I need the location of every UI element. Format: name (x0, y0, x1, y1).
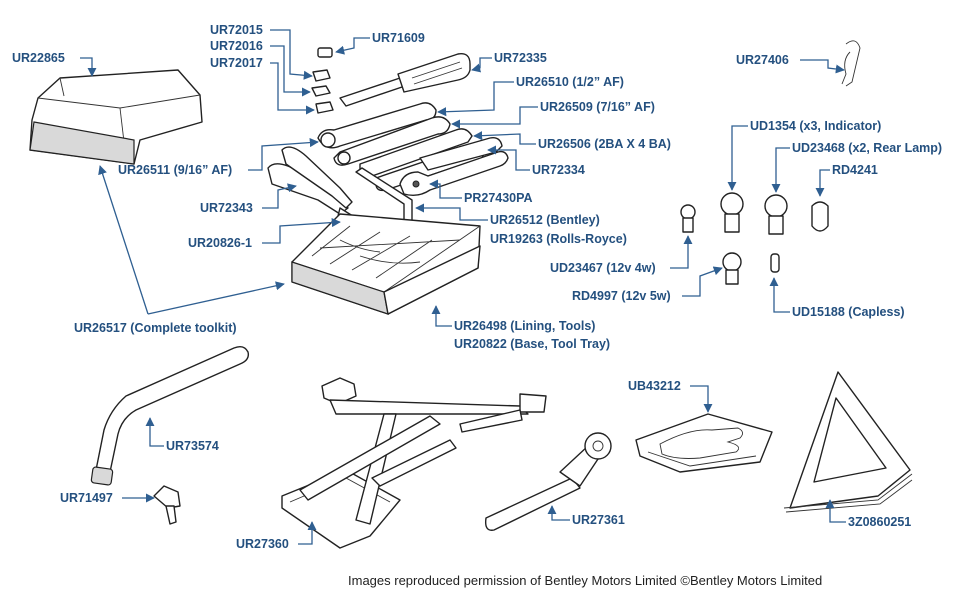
label-ud15188: UD15188 (Capless) (792, 305, 905, 319)
label-ur26509: UR26509 (7/16” AF) (540, 100, 655, 114)
label-ur72334: UR72334 (532, 163, 585, 177)
clip-drawing (841, 40, 861, 87)
label-ur27406: UR27406 (736, 53, 789, 67)
label-ur19263: UR19263 (Rolls-Royce) (490, 232, 627, 246)
label-ur20822: UR20822 (Base, Tool Tray) (454, 337, 610, 351)
label-3z0860251: 3Z0860251 (848, 515, 911, 529)
label-ur26511: UR26511 (9/16” AF) (118, 163, 232, 177)
jack-drawing (281, 377, 547, 549)
wheel-brace-drawing (90, 345, 250, 486)
driver-bits-drawing (311, 47, 334, 114)
label-ur72343: UR72343 (200, 201, 253, 215)
label-ur20826: UR20826-1 (188, 236, 252, 250)
tee-key-drawing (153, 485, 181, 525)
label-ud1354: UD1354 (x3, Indicator) (750, 119, 881, 133)
label-ur71497: UR71497 (60, 491, 113, 505)
tool-tray-drawing (291, 213, 481, 315)
label-ur27361: UR27361 (572, 513, 625, 527)
label-ur26506: UR26506 (2BA X 4 BA) (538, 137, 671, 151)
label-rd4241: RD4241 (832, 163, 878, 177)
image-credit: Images reproduced permission of Bentley … (348, 573, 823, 588)
leader-lines (80, 29, 846, 545)
label-ur73574: UR73574 (166, 439, 219, 453)
label-ud23468: UD23468 (x2, Rear Lamp) (792, 141, 942, 155)
gloves-pack-drawing (635, 413, 773, 473)
warning-triangle-drawing (783, 371, 913, 513)
label-ur26512: UR26512 (Bentley) (490, 213, 600, 227)
toolkit-case-drawing (29, 69, 203, 165)
label-ur26517: UR26517 (Complete toolkit) (74, 321, 237, 335)
label-ud23467: UD23467 (12v 4w) (550, 261, 656, 275)
label-ur72017: UR72017 (210, 56, 263, 70)
ratchet-handle-drawing (484, 432, 612, 531)
label-ur72015: UR72015 (210, 23, 263, 37)
label-pr27430pa: PR27430PA (464, 191, 533, 205)
part-labels: UR22865 UR72015 UR72016 UR72017 UR71609 … (12, 23, 942, 551)
label-ur22865: UR22865 (12, 51, 65, 65)
label-ur26510: UR26510 (1/2” AF) (516, 75, 624, 89)
adjustable-spanner-drawing (399, 150, 509, 197)
bulbs-drawing (680, 192, 829, 285)
label-ur26498: UR26498 (Lining, Tools) (454, 319, 595, 333)
label-ur27360: UR27360 (236, 537, 289, 551)
label-rd4997: RD4997 (12v 5w) (572, 289, 671, 303)
label-ur72335: UR72335 (494, 51, 547, 65)
screwdriver-drawing (339, 53, 471, 107)
label-ub43212: UB43212 (628, 379, 681, 393)
label-ur71609: UR71609 (372, 31, 425, 45)
label-ur72016: UR72016 (210, 39, 263, 53)
